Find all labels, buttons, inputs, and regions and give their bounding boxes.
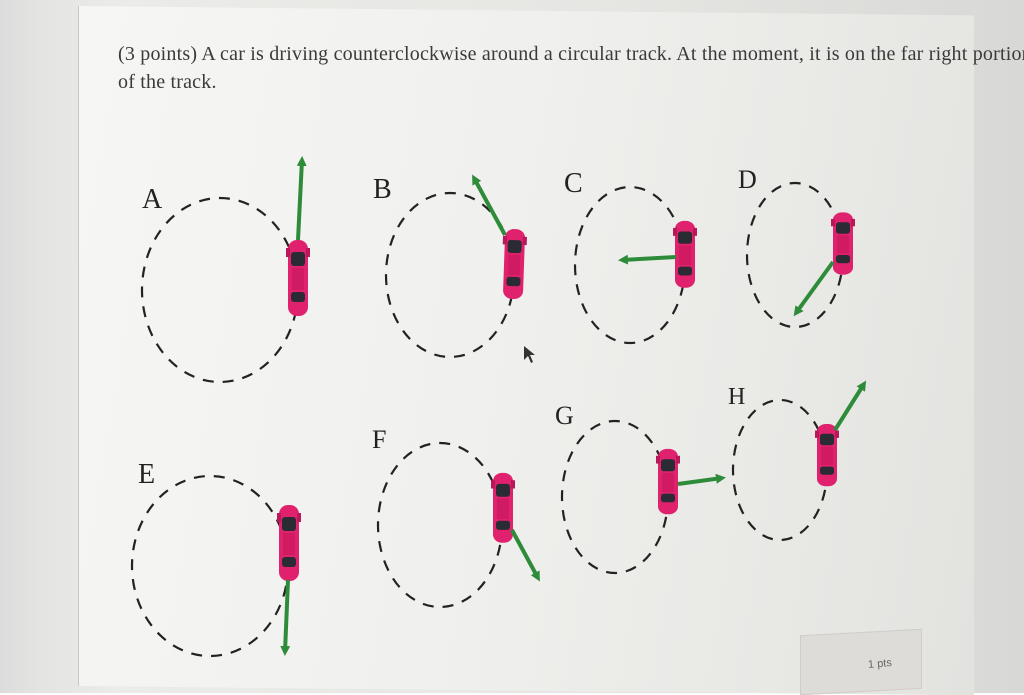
car-b <box>500 228 528 300</box>
arrow-c <box>618 254 677 265</box>
track-f <box>376 441 504 609</box>
track-c <box>573 185 687 345</box>
car-h <box>815 423 839 487</box>
option-label-c: C <box>564 168 583 199</box>
option-c[interactable]: C <box>564 168 697 345</box>
option-f[interactable]: F <box>372 425 540 609</box>
option-label-e: E <box>138 459 155 490</box>
option-label-a: A <box>142 184 163 215</box>
track-h <box>731 398 829 542</box>
option-label-d: D <box>738 165 757 194</box>
car-g <box>656 448 680 515</box>
arrow-b <box>472 174 507 236</box>
arrow-a <box>296 156 307 241</box>
question-line-2: of the track. <box>118 71 217 93</box>
car-c <box>673 220 697 288</box>
mouse-cursor-icon <box>524 346 535 363</box>
option-e[interactable]: E <box>130 459 301 658</box>
arrow-g <box>677 473 726 486</box>
option-label-f: F <box>372 425 386 454</box>
arrow-f <box>510 529 540 582</box>
arrow-h <box>833 380 867 432</box>
car-d <box>831 212 855 275</box>
question-line-1: (3 points) A car is driving counterclock… <box>118 43 1024 65</box>
arrow-e <box>280 579 291 656</box>
track-e <box>130 474 290 658</box>
arrow-d <box>793 260 835 317</box>
car-a <box>286 240 310 316</box>
track-g <box>560 419 670 575</box>
track-d <box>745 181 845 329</box>
points-label: 1 pts <box>867 656 893 672</box>
option-b[interactable]: B <box>373 174 528 359</box>
track-a <box>140 196 300 384</box>
option-g[interactable]: G <box>555 401 726 575</box>
option-h[interactable]: H <box>728 380 867 542</box>
option-label-g: G <box>555 401 574 430</box>
option-label-b: B <box>373 174 392 205</box>
points-panel <box>800 628 922 695</box>
car-e <box>277 505 301 581</box>
option-d[interactable]: D <box>738 165 855 329</box>
question-text: (3 points) A car is driving counterclock… <box>118 40 1024 96</box>
option-label-h: H <box>728 384 745 410</box>
option-a[interactable]: A <box>140 156 310 384</box>
